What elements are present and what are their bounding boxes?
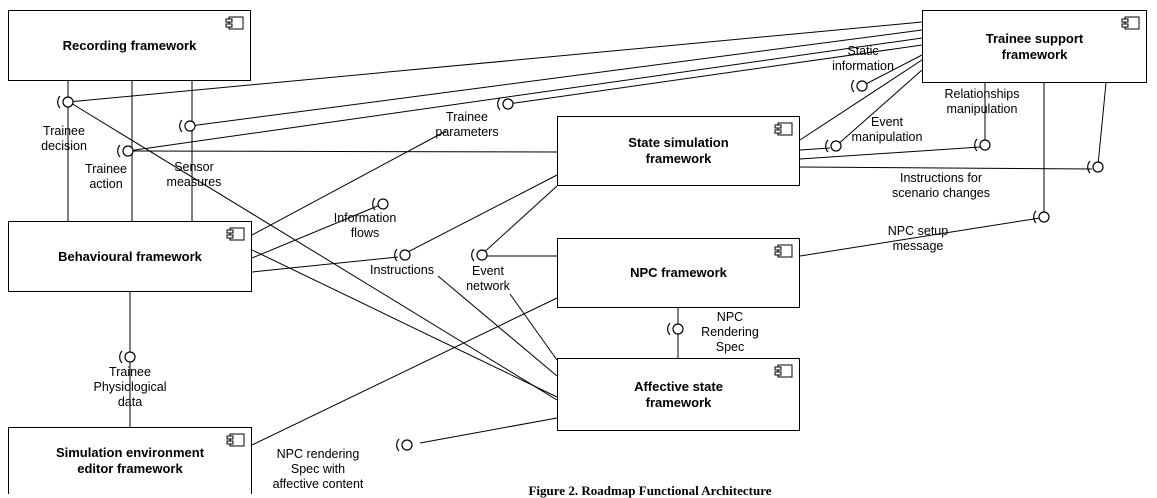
label-trainee-action: Trainee action	[66, 162, 146, 192]
state-simulation-framework[interactable]: State simulation framework	[557, 116, 800, 186]
label-instructions: Instructions	[352, 263, 452, 278]
simulation-env-label-2: editor framework	[77, 461, 183, 476]
label-line: Instructions	[370, 263, 434, 277]
npc-framework-label: NPC framework	[630, 265, 727, 280]
label-line: measures	[166, 175, 222, 189]
label-line: scenario changes	[892, 186, 990, 200]
label-sensor-measures: Sensor measures	[154, 160, 234, 190]
label-event-manipulation: Event manipulation	[832, 115, 942, 145]
label-line: parameters	[435, 125, 499, 139]
label-line: Event	[472, 264, 504, 278]
npc-framework[interactable]: NPC framework	[557, 238, 800, 308]
state-simulation-label-1: State simulation	[628, 135, 729, 150]
label-line: Physiological	[93, 380, 167, 394]
recording-framework[interactable]: Recording framework	[8, 10, 251, 81]
trainee-support-label-1: Trainee support	[985, 30, 1084, 46]
label-line: Rendering	[701, 325, 759, 339]
trainee-support-label-2: framework	[1001, 46, 1068, 62]
label-line: Trainee	[109, 365, 151, 379]
label-line: Event	[871, 115, 903, 129]
label-line: network	[466, 279, 510, 293]
label-line: message	[892, 239, 944, 253]
label-line: NPC setup	[887, 224, 949, 238]
simulation-env-label-1: Simulation environment	[55, 445, 205, 460]
label-line: NPC	[716, 310, 744, 324]
label-line: NPC rendering	[276, 447, 360, 461]
label-relationships-manipulation: Relationships manipulation	[922, 87, 1042, 117]
label-line: Trainee	[85, 162, 127, 176]
affective-label-2: framework	[645, 394, 712, 410]
label-line: information	[832, 59, 894, 73]
label-instructions-for: Instructions for scenario changes	[866, 171, 1016, 201]
component-icon	[226, 227, 245, 241]
component-icon	[226, 433, 245, 447]
affective-label-1: Affective state	[634, 378, 723, 394]
label-line: Spec with	[290, 462, 346, 476]
label-line: action	[89, 177, 123, 191]
label-line: Spec	[715, 340, 745, 354]
label-line: Sensor	[174, 160, 214, 174]
label-line: Instructions for	[900, 171, 982, 185]
label-line: Trainee	[446, 110, 488, 124]
label-line: manipulation	[851, 130, 923, 144]
component-icon	[225, 16, 244, 30]
component-icon	[1121, 16, 1140, 30]
label-line: manipulation	[946, 102, 1018, 116]
label-npc-setup-message: NPC setup message	[868, 224, 968, 254]
component-icon	[774, 244, 793, 258]
label-line: flows	[350, 226, 380, 240]
label-information-flows: Information flows	[320, 211, 410, 241]
label-trainee-physiological-data: Trainee Physiological data	[85, 365, 175, 410]
behavioural-framework[interactable]: Behavioural framework	[8, 221, 252, 292]
simulation-environment-editor-framework[interactable]: Simulation environment editor framework	[8, 427, 252, 494]
state-simulation-label-2: framework	[645, 151, 712, 166]
label-npc-rendering-spec: NPC Rendering Spec	[690, 310, 770, 355]
label-static-information: Static information	[818, 44, 908, 74]
label-line: Information	[333, 211, 397, 225]
label-event-network: Event network	[448, 264, 528, 294]
label-npc-rendering-affective: NPC rendering Spec with affective conten…	[258, 447, 378, 492]
label-line: affective content	[272, 477, 364, 491]
label-line: data	[117, 395, 143, 409]
recording-framework-label: Recording framework	[62, 37, 197, 53]
label-trainee-decision: Trainee decision	[24, 124, 104, 154]
trainee-support-framework[interactable]: Trainee support framework	[922, 10, 1147, 83]
label-line: Trainee	[43, 124, 85, 138]
component-icon	[774, 364, 793, 378]
label-trainee-parameters: Trainee parameters	[412, 110, 522, 140]
label-line: Static	[847, 44, 879, 58]
figure-caption: Figure 2. Roadmap Functional Architectur…	[528, 483, 772, 498]
label-line: Relationships	[944, 87, 1020, 101]
component-icon	[774, 122, 793, 136]
affective-state-framework[interactable]: Affective state framework	[557, 358, 800, 431]
behavioural-framework-label: Behavioural framework	[58, 248, 202, 264]
label-line: decision	[41, 139, 87, 153]
